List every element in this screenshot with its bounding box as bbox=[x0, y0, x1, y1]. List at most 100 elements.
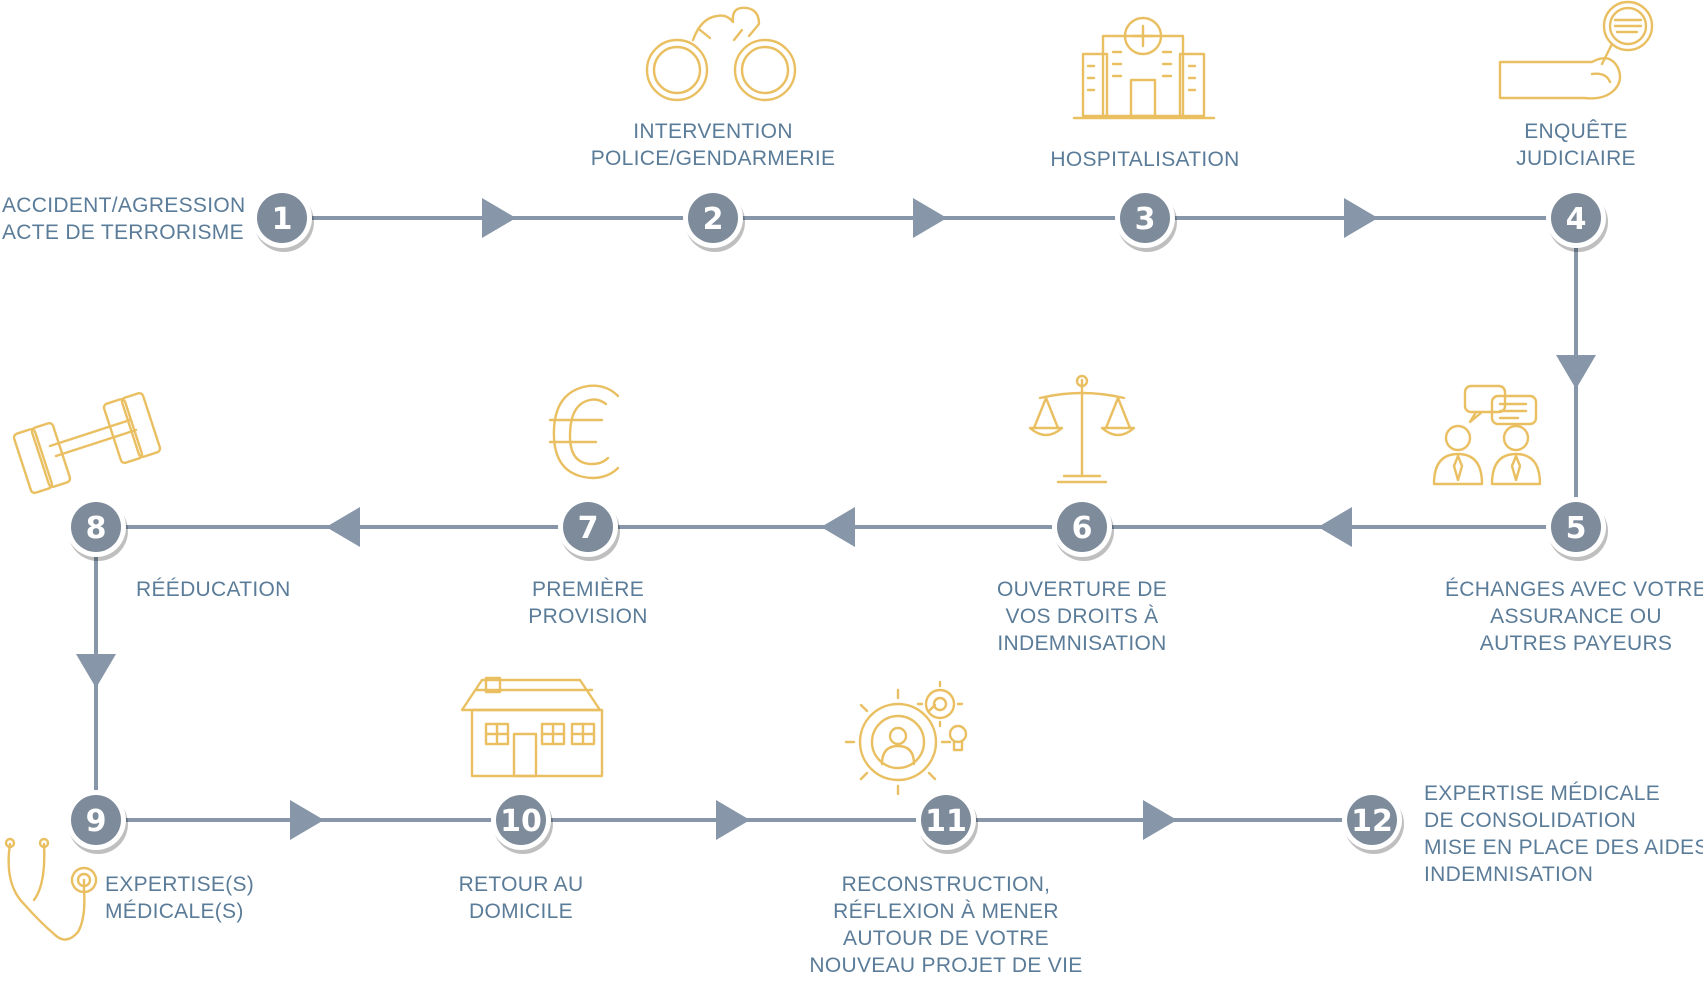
step-label-line: DE CONSOLIDATION bbox=[1424, 809, 1636, 832]
dumbbell-icon bbox=[12, 391, 162, 495]
step-label-9: EXPERTISE(S) MÉDICALE(S) bbox=[105, 873, 254, 923]
step-label-line: INDEMNISATION bbox=[997, 632, 1166, 655]
step-label-7: PREMIÈRE PROVISION bbox=[528, 578, 647, 628]
step-node-1: 1 bbox=[252, 188, 314, 252]
stethoscope-icon bbox=[4, 837, 98, 941]
step-label-2: INTERVENTION POLICE/GENDARMERIE bbox=[591, 120, 836, 170]
step-node-6: 6 bbox=[1052, 497, 1114, 561]
arrow-3-4 bbox=[1344, 198, 1378, 238]
step-number-6: 6 bbox=[1072, 511, 1093, 546]
step-number-2: 2 bbox=[703, 202, 724, 237]
arrow-11-12 bbox=[1143, 800, 1177, 840]
step-node-12: 12 bbox=[1342, 790, 1404, 854]
step-number-10: 10 bbox=[500, 804, 542, 839]
step-label-line: ASSURANCE OU bbox=[1490, 605, 1662, 628]
gears-person-icon bbox=[844, 680, 968, 796]
node-disc bbox=[71, 795, 121, 845]
step-node-4: 4 bbox=[1546, 188, 1608, 252]
step-label-line: POLICE/GENDARMERIE bbox=[591, 147, 836, 170]
euro-icon bbox=[548, 384, 620, 480]
step-node-2: 2 bbox=[683, 188, 745, 252]
step-label-line: PROVISION bbox=[528, 605, 647, 628]
step-label-line: DOMICILE bbox=[469, 900, 573, 923]
arrow-7-8 bbox=[326, 507, 360, 547]
step-number-11: 11 bbox=[925, 804, 967, 839]
step-label-line: PREMIÈRE bbox=[532, 578, 644, 601]
step-label-5: ÉCHANGES AVEC VOTRE ASSURANCE OU AUTRES PA… bbox=[1445, 578, 1703, 655]
step-number-9: 9 bbox=[86, 804, 107, 839]
step-number-3: 3 bbox=[1135, 202, 1156, 237]
step-node-3: 3 bbox=[1115, 188, 1177, 252]
step-label-1: ACCIDENT/AGRESSION ACTE DE TERRORISME bbox=[2, 194, 245, 244]
step-number-1: 1 bbox=[272, 202, 293, 237]
step-number-8: 8 bbox=[86, 511, 107, 546]
node-disc bbox=[688, 193, 738, 243]
step-label-line: RETOUR AU bbox=[459, 873, 584, 896]
arrow-8-9 bbox=[76, 654, 116, 688]
step-number-5: 5 bbox=[1566, 511, 1587, 546]
step-label-line: JUDICIAIRE bbox=[1516, 147, 1636, 170]
arrow-5-6 bbox=[1318, 507, 1352, 547]
node-disc bbox=[1551, 502, 1601, 552]
step-label-line: INDEMNISATION bbox=[1424, 863, 1593, 886]
arrow-2-3 bbox=[913, 198, 947, 238]
node-disc bbox=[71, 502, 121, 552]
step-label-line: ENQUÊTE bbox=[1524, 120, 1628, 143]
step-label-line: ÉCHANGES AVEC VOTRE bbox=[1445, 578, 1703, 601]
house-icon bbox=[460, 676, 604, 778]
arrow-9-10 bbox=[290, 800, 324, 840]
step-label-6: OUVERTURE DE VOS DROITS À INDEMNISATION bbox=[997, 578, 1167, 655]
step-node-8: 8 bbox=[66, 497, 128, 561]
step-node-7: 7 bbox=[558, 497, 620, 561]
step-label-line: HOSPITALISATION bbox=[1050, 148, 1239, 171]
step-number-4: 4 bbox=[1566, 202, 1587, 237]
step-node-11: 11 bbox=[916, 790, 978, 854]
step-number-12: 12 bbox=[1351, 804, 1393, 839]
step-label-line: ACCIDENT/AGRESSION bbox=[2, 194, 245, 217]
scales-icon bbox=[1028, 374, 1136, 484]
step-label-line: MISE EN PLACE DES AIDES bbox=[1424, 836, 1703, 859]
step-label-line: VOS DROITS À bbox=[1006, 605, 1159, 628]
step-labels: ACCIDENT/AGRESSION ACTE DE TERRORISME INTE… bbox=[2, 120, 1703, 977]
node-disc bbox=[1120, 193, 1170, 243]
step-label-10: RETOUR AU DOMICILE bbox=[459, 873, 584, 923]
step-label-line: RÉFLEXION À MENER bbox=[833, 900, 1059, 923]
arrowheads bbox=[76, 198, 1596, 840]
arrow-6-7 bbox=[821, 507, 855, 547]
step-label-line: ACTE DE TERRORISME bbox=[2, 221, 244, 244]
step-label-line: MÉDICALE(S) bbox=[105, 900, 244, 923]
arrow-1-2 bbox=[482, 198, 516, 238]
step-node-10: 10 bbox=[491, 790, 553, 854]
step-label-line: RÉÉDUCATION bbox=[136, 578, 291, 601]
step-node-9: 9 bbox=[66, 790, 128, 854]
step-label-12: EXPERTISE MÉDICALE DE CONSOLIDATION MISE E… bbox=[1424, 782, 1703, 886]
node-disc bbox=[257, 193, 307, 243]
step-label-8: RÉÉDUCATION bbox=[136, 578, 291, 601]
handcuffs-icon bbox=[645, 6, 797, 102]
step-label-line: AUTRES PAYEURS bbox=[1480, 632, 1672, 655]
step-label-line: EXPERTISE MÉDICALE bbox=[1424, 782, 1660, 805]
step-label-line: INTERVENTION bbox=[633, 120, 793, 143]
step-label-line: NOUVEAU PROJET DE VIE bbox=[809, 954, 1082, 977]
step-label-3: HOSPITALISATION bbox=[1050, 148, 1239, 171]
magnifier-hand-icon bbox=[1498, 0, 1654, 100]
hospital-icon bbox=[1072, 16, 1216, 120]
arrow-10-11 bbox=[716, 800, 750, 840]
node-disc bbox=[496, 795, 546, 845]
step-number-7: 7 bbox=[578, 511, 599, 546]
step-label-line: AUTOUR DE VOTRE bbox=[843, 927, 1049, 950]
arrow-4-5 bbox=[1556, 355, 1596, 389]
people-chat-icon bbox=[1432, 384, 1542, 486]
node-disc bbox=[1347, 795, 1397, 845]
step-node-5: 5 bbox=[1546, 497, 1608, 561]
step-label-line: OUVERTURE DE bbox=[997, 578, 1167, 601]
node-disc bbox=[921, 795, 971, 845]
node-disc bbox=[1551, 193, 1601, 243]
step-label-4: ENQUÊTE JUDICIAIRE bbox=[1516, 120, 1636, 170]
node-disc bbox=[1057, 502, 1107, 552]
node-disc bbox=[563, 502, 613, 552]
step-label-line: EXPERTISE(S) bbox=[105, 873, 254, 896]
